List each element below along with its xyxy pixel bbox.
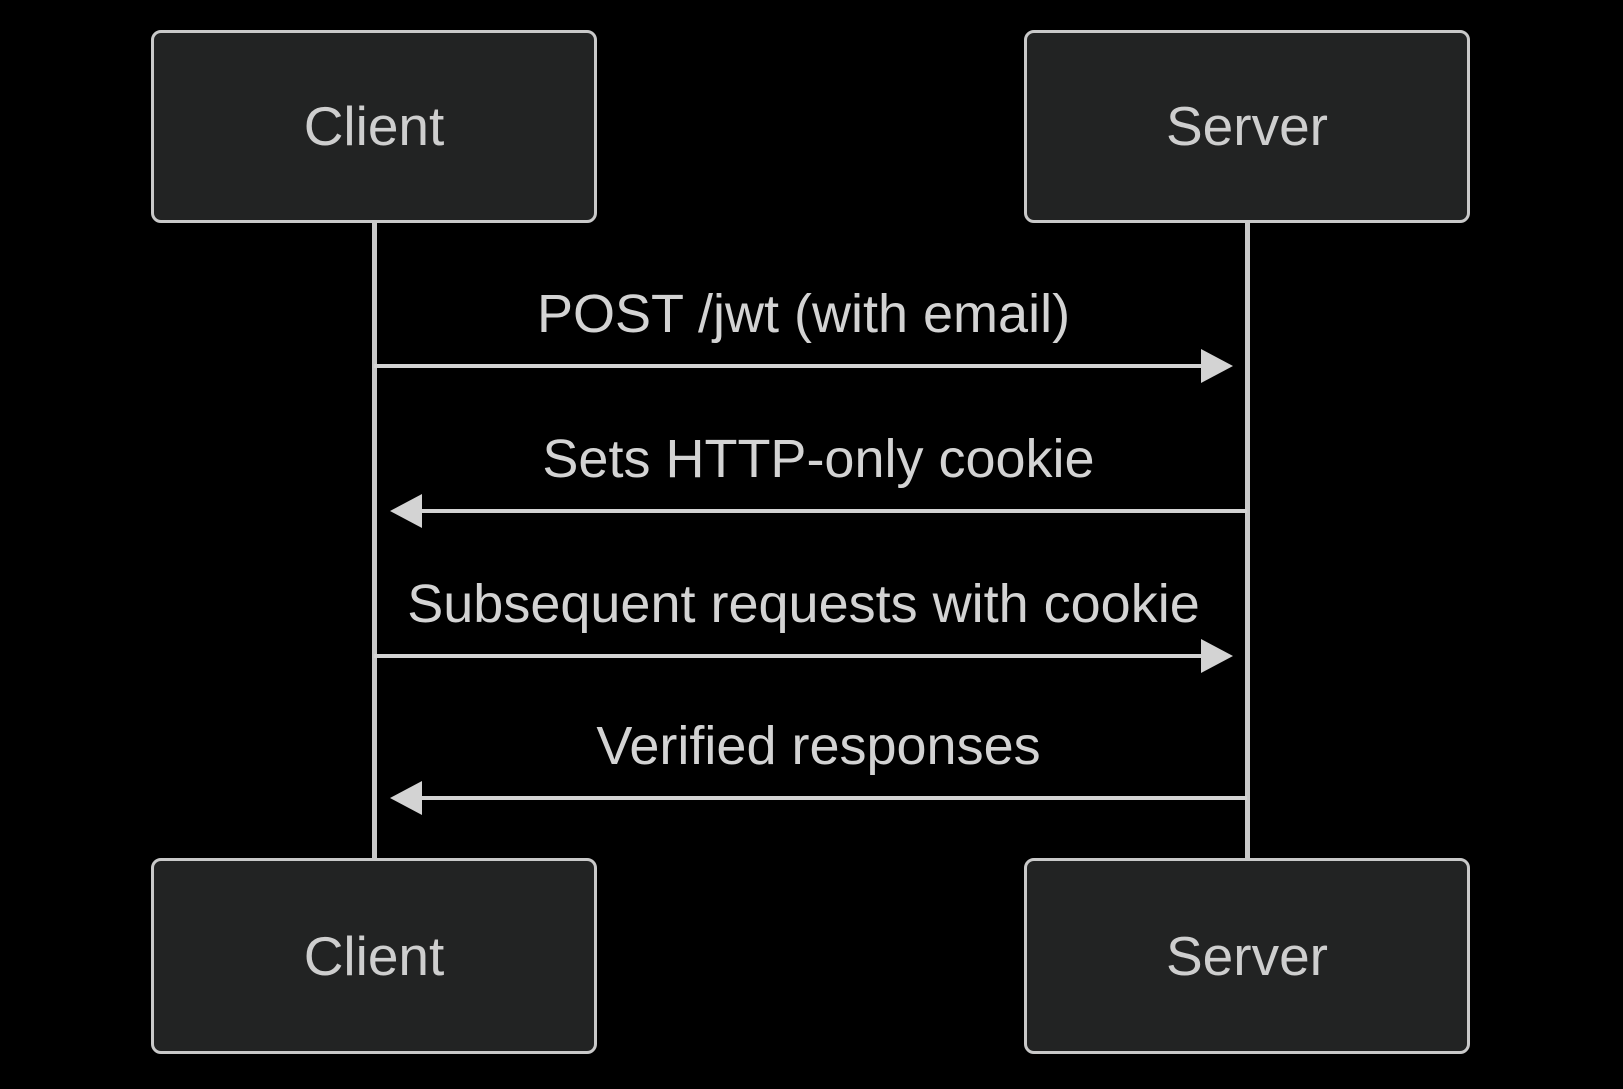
message-1-label: POST /jwt (with email) xyxy=(536,284,1071,344)
actor-box-server-top: Server xyxy=(1024,30,1470,223)
arrowhead-left-icon xyxy=(390,781,422,815)
message-1-line xyxy=(374,364,1201,368)
actor-box-client-bottom: Client xyxy=(151,858,597,1054)
lifeline-client xyxy=(372,223,377,858)
actor-label-server-top: Server xyxy=(1166,95,1328,157)
actor-label-server-bottom: Server xyxy=(1166,924,1328,987)
arrowhead-right-icon xyxy=(1201,639,1233,673)
actor-box-client-top: Client xyxy=(151,30,597,223)
message-2-label: Sets HTTP-only cookie xyxy=(542,429,1095,489)
message-4-label: Verified responses xyxy=(596,716,1041,776)
arrowhead-left-icon xyxy=(390,494,422,528)
message-3-label: Subsequent requests with cookie xyxy=(407,574,1200,634)
message-4-line xyxy=(422,796,1247,800)
lifeline-server xyxy=(1245,223,1250,858)
message-3-line xyxy=(374,654,1201,658)
actor-box-server-bottom: Server xyxy=(1024,858,1470,1054)
arrowhead-right-icon xyxy=(1201,349,1233,383)
actor-label-client-top: Client xyxy=(303,95,445,157)
actor-label-client-bottom: Client xyxy=(303,924,445,987)
message-2-line xyxy=(422,509,1247,513)
